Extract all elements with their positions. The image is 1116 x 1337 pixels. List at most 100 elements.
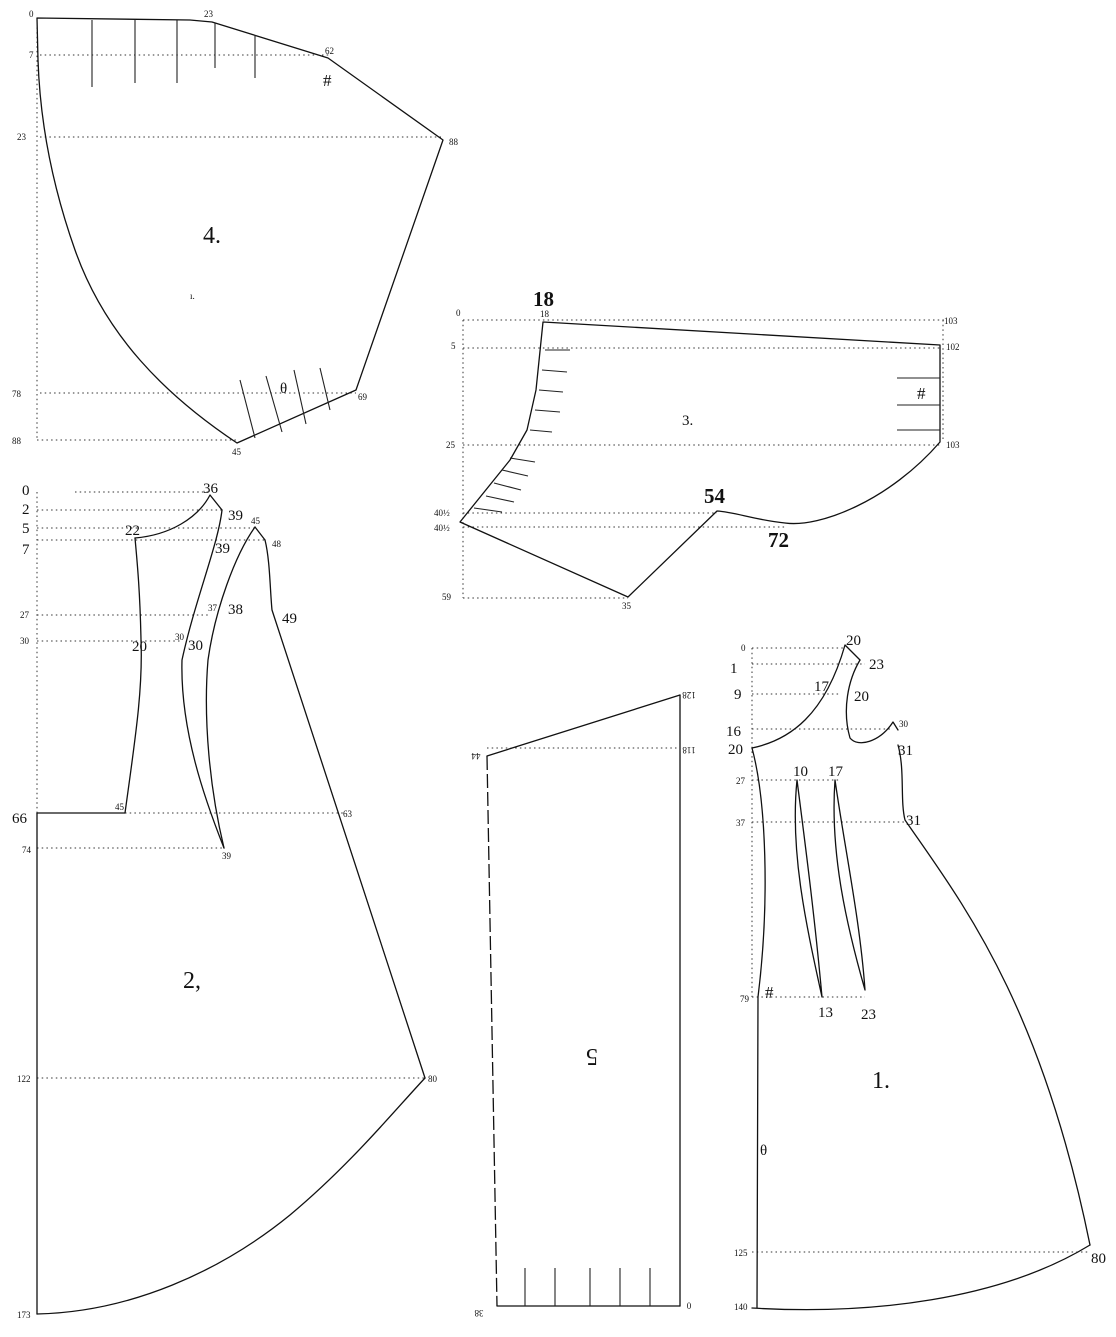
piece-4-point-label: 7 — [29, 50, 34, 60]
piece-2-point-label: 0 — [22, 483, 30, 499]
piece-2-point-label: 122 — [17, 1074, 31, 1084]
piece-2-neckline — [134, 494, 223, 539]
piece-4: 0 23 7 62 # 23 88 4. ı. 78 θ 69 88 45 — [12, 9, 459, 457]
piece-5-top-edge — [486, 694, 681, 757]
piece-4-point-label: 23 — [17, 132, 27, 142]
piece-5-point-label: 38 — [474, 1308, 484, 1318]
piece-3: 18 0 18 103 5 102 3. # 25 103 54 40½ 40½… — [434, 287, 960, 611]
piece-3-point-label: 0 — [456, 308, 461, 318]
piece-2-point-label: 5 — [22, 521, 30, 537]
piece-2-front-edge — [124, 537, 142, 814]
piece-1-point-label: 30 — [899, 719, 909, 729]
piece-1-point-label: 23 — [869, 657, 884, 673]
piece-3-point-label: 40½ — [434, 523, 450, 533]
piece-2-point-label: 80 — [428, 1074, 438, 1084]
piece-2-point-label: 45 — [251, 516, 261, 526]
piece-2-hem — [36, 1077, 426, 1315]
piece-2-armhole-inner — [181, 509, 225, 849]
piece-3-left-marks — [473, 349, 570, 513]
piece-4-grain-mark: θ — [280, 381, 287, 397]
piece-1-point-label: 125 — [734, 1248, 748, 1258]
piece-4-point-label: 69 — [358, 392, 368, 402]
piece-5: 128 44 118 5 38 0 — [471, 690, 696, 1318]
piece-2-point-label: 45 — [115, 802, 125, 812]
piece-5-point-label: 128 — [682, 690, 696, 700]
piece-2-point-label: 30 — [20, 636, 30, 646]
piece-1-point-label: 79 — [740, 994, 750, 1004]
piece-1-point-label: 80 — [1091, 1251, 1106, 1267]
piece-1-number: 1. — [872, 1068, 890, 1094]
piece-3-number: 3. — [682, 413, 693, 429]
piece-5-point-label: 118 — [682, 745, 696, 755]
piece-3-point-label: 54 — [704, 484, 726, 508]
piece-3-point-label: 103 — [944, 316, 958, 326]
piece-2-point-label: 27 — [20, 610, 30, 620]
piece-1-point-label: 31 — [906, 813, 921, 829]
piece-3-point-label: 102 — [946, 342, 960, 352]
piece-1-point-label: 1 — [730, 661, 738, 677]
piece-2-point-label: 63 — [343, 809, 353, 819]
piece-2-side-seam — [264, 539, 426, 1079]
piece-4-point-label: 62 — [325, 46, 334, 56]
piece-3-outline — [459, 321, 941, 598]
piece-5-left-edge — [486, 755, 498, 1307]
piece-1-point-label: 20 — [728, 742, 743, 758]
piece-3-point-label: 25 — [446, 440, 456, 450]
piece-2-point-label: 20 — [132, 639, 147, 655]
piece-5-number: 5 — [586, 1043, 598, 1069]
piece-1-dart — [833, 779, 866, 991]
piece-2-point-label: 36 — [203, 481, 219, 497]
piece-2-number: 2, — [183, 968, 201, 994]
piece-1-point-label: 10 — [793, 764, 808, 780]
piece-4-point-label: 78 — [12, 389, 22, 399]
piece-2-point-label: 66 — [12, 811, 28, 827]
piece-5-bottom-marks — [524, 1268, 651, 1306]
piece-1-point-label: 13 — [818, 1005, 833, 1021]
piece-2-shoulder — [254, 526, 266, 541]
piece-1-armhole — [845, 659, 899, 744]
piece-3-right-marks — [897, 377, 940, 431]
piece-5-point-label: 0 — [687, 1301, 692, 1311]
piece-3-point-label: 5 — [451, 341, 456, 351]
piece-4-point-label: 23 — [204, 9, 214, 19]
piece-2-point-label: 48 — [272, 539, 282, 549]
piece-2-point-label: 7 — [22, 542, 30, 558]
piece-1-point-label: 16 — [726, 724, 742, 740]
piece-2-point-label: 39 — [228, 508, 243, 524]
piece-2-point-label: 173 — [17, 1310, 31, 1320]
piece-2-armhole-outer — [205, 526, 256, 849]
piece-4-number: 4. — [203, 223, 221, 249]
piece-2-point-label: 39 — [215, 541, 230, 557]
piece-1-point-label: 9 — [734, 687, 742, 703]
piece-2-point-label: 37 — [208, 603, 218, 613]
piece-1-hash-mark: # — [765, 983, 774, 1002]
piece-4-point-label: 88 — [12, 436, 22, 446]
piece-2-point-label: 38 — [228, 602, 243, 618]
piece-1-neckline — [751, 644, 861, 749]
piece-3-point-label: 18 — [533, 287, 554, 311]
piece-2-point-label: 2 — [22, 502, 30, 518]
piece-2-point-label: 30 — [188, 638, 203, 654]
piece-1-point-label: 140 — [734, 1302, 748, 1312]
piece-2-point-label: 39 — [222, 851, 232, 861]
piece-2: 0 36 2 39 5 22 45 7 39 48 27 37 38 49 30… — [12, 481, 438, 1320]
piece-3-point-label: 18 — [540, 309, 550, 319]
piece-1-grain-mark: θ — [760, 1143, 767, 1159]
piece-1-point-label: 31 — [898, 743, 913, 759]
piece-1-front-edge — [751, 747, 766, 1309]
piece-4-mark: ı. — [190, 291, 195, 301]
piece-4-point-label: 0 — [29, 9, 34, 19]
piece-3-point-label: 35 — [622, 601, 632, 611]
piece-3-point-label: 103 — [946, 440, 960, 450]
piece-3-hash-mark: # — [917, 384, 926, 403]
piece-4-outline — [36, 17, 444, 444]
piece-4-hash-mark: # — [323, 71, 332, 90]
piece-1-point-label: 23 — [861, 1007, 876, 1023]
piece-3-point-label: 59 — [442, 592, 452, 602]
piece-3-point-label: 40½ — [434, 508, 450, 518]
piece-4-top-marks — [91, 20, 256, 87]
piece-1-point-label: 17 — [828, 764, 844, 780]
piece-1-point-label: 27 — [736, 776, 746, 786]
piece-1-dart — [794, 779, 823, 998]
